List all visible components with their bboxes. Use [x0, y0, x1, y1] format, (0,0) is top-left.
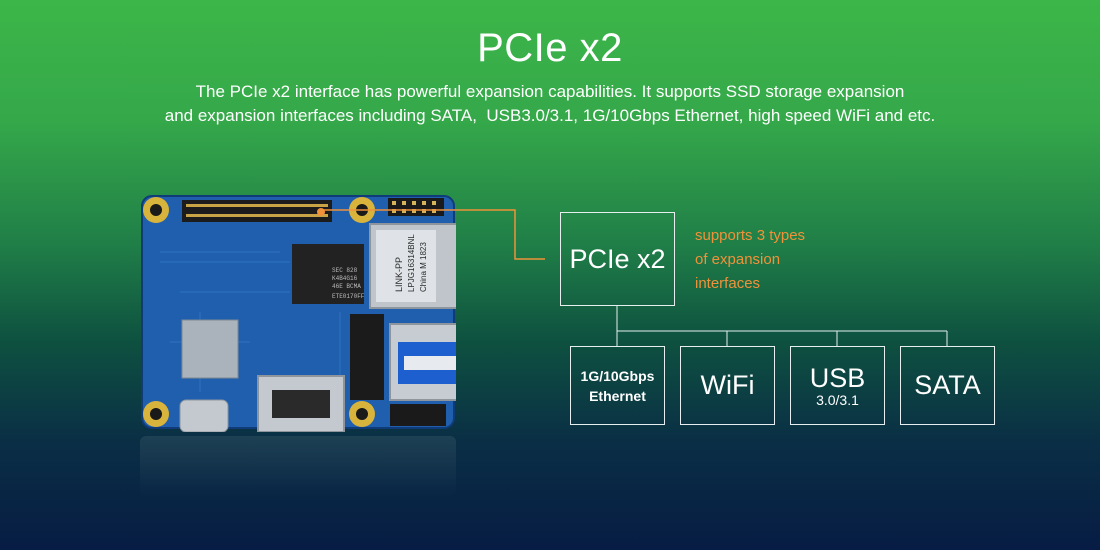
page-title: PCIe x2 [477, 26, 623, 70]
description-line-2: and expansion interfaces including SATA,… [164, 106, 936, 125]
sata-label: SATA [914, 370, 981, 400]
wifi-box: WiFi [680, 346, 775, 425]
description: The PCIe x2 interface has powerful expan… [0, 80, 1100, 128]
eth-label-2: LPJG16314BNL [407, 234, 416, 292]
usb-box: USB 3.0/3.1 [790, 346, 885, 425]
ethernet-line-2: Ethernet [589, 387, 646, 404]
usb-version-label: 3.0/3.1 [816, 392, 859, 408]
chip-label-1: SEC 828 [332, 267, 358, 274]
bottom-header [390, 404, 446, 426]
sata-box: SATA [900, 346, 995, 425]
board-svg: LINK-PP LPJG16314BNL China M 1823 SEC 82… [141, 195, 456, 432]
note-line-3: interfaces [695, 275, 761, 292]
note-line-1: supports 3 types [695, 227, 806, 244]
chip-label-3: 46E BCMA [332, 283, 361, 290]
pcie-main-box: PCIe x2 [560, 212, 675, 306]
board-image: LINK-PP LPJG16314BNL China M 1823 SEC 82… [140, 192, 456, 432]
board-reflection [140, 436, 456, 496]
note-line-2: of expansion [695, 251, 781, 268]
description-line-1: The PCIe x2 interface has powerful expan… [195, 82, 905, 101]
ram-chip [292, 244, 364, 304]
eth-label-1: LINK-PP [394, 257, 404, 292]
ethernet-box: 1G/10Gbps Ethernet [570, 346, 665, 425]
wifi-module [181, 319, 239, 379]
usb-c-port [179, 399, 229, 432]
wifi-label: WiFi [700, 370, 755, 400]
chip-label-2: K4B4G16 [332, 275, 358, 282]
side-header [350, 314, 384, 400]
eth-label-3: China M 1823 [419, 242, 428, 292]
pcie-callout-line [320, 209, 545, 260]
chip-label-4: ETE0170FF [332, 293, 365, 300]
pcie-main-label: PCIe x2 [569, 243, 666, 274]
usb-label: USB [809, 363, 866, 393]
ethernet-line-1: 1G/10Gbps [580, 367, 655, 384]
pcie-note: supports 3 types of expansion interfaces [695, 224, 835, 296]
